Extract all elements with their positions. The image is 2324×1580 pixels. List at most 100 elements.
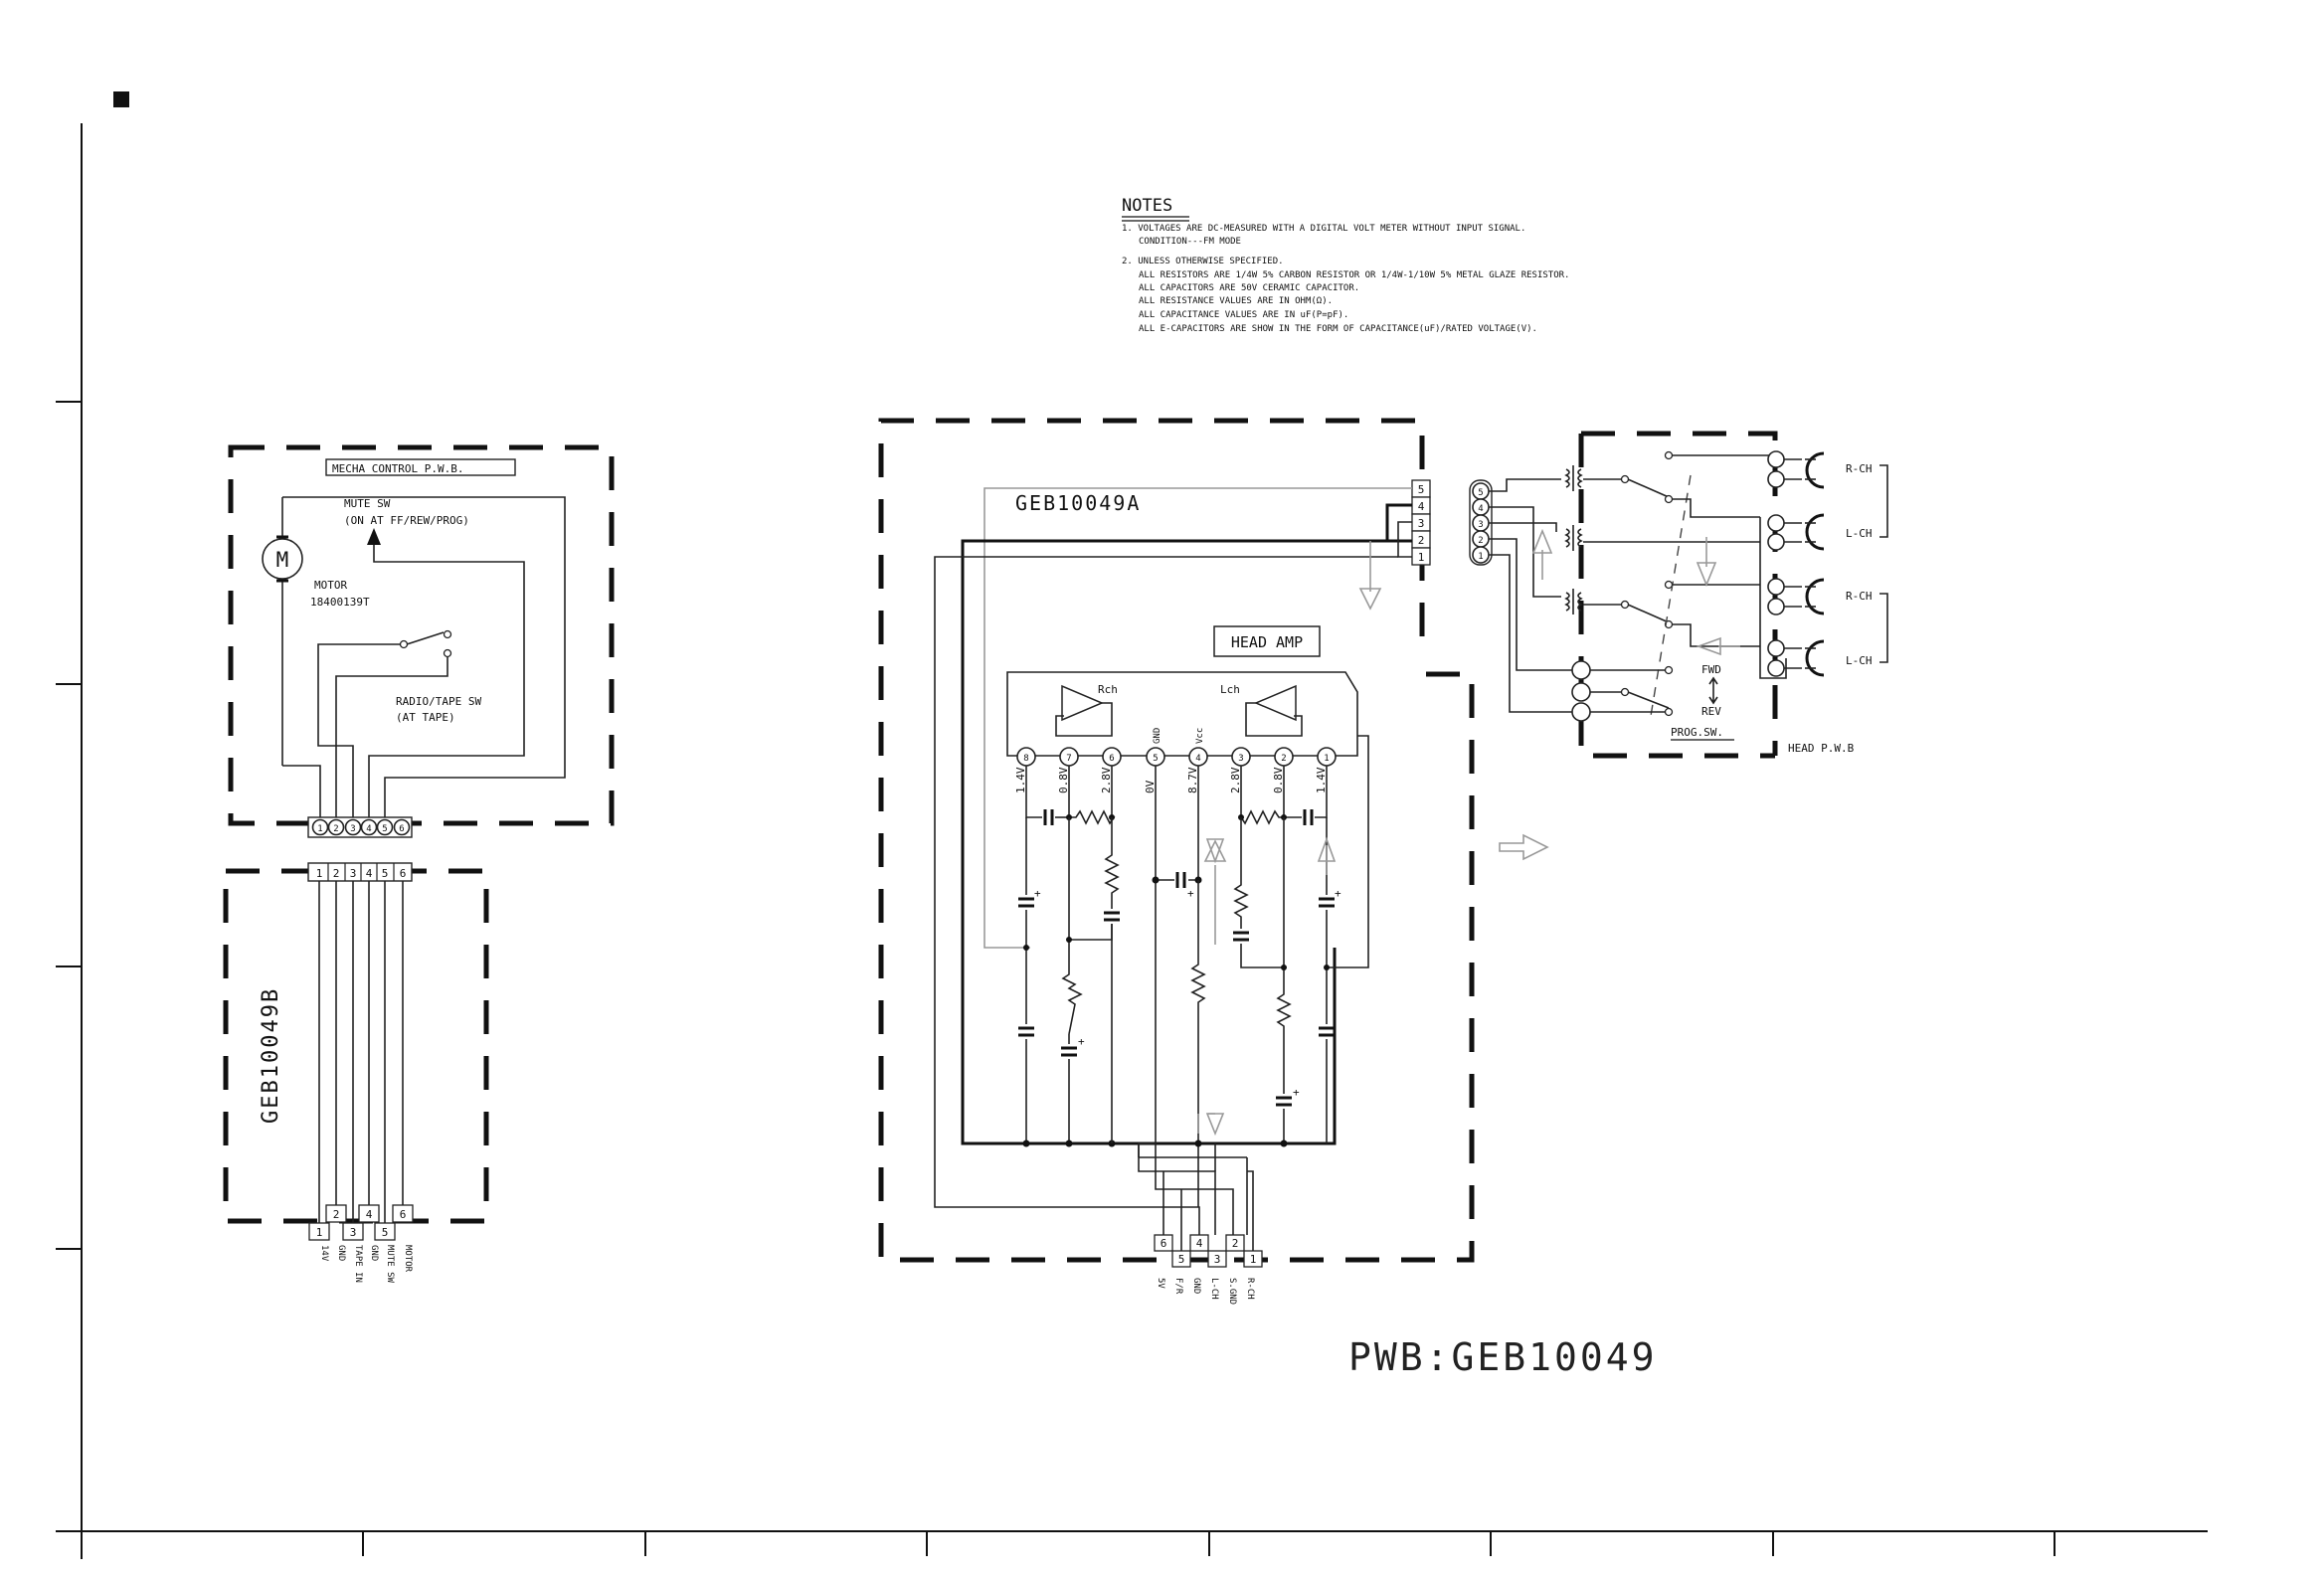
- voltage-pin-2: 0.8V: [1272, 767, 1285, 793]
- mecha-control-board: MECHA CONTROL P.W.B. MUTE SW (ON AT FF/R…: [228, 444, 615, 838]
- channel-label-4: L-CH: [1846, 654, 1873, 667]
- geb-b-top-pin-5: 5: [382, 867, 389, 880]
- geb10049b-board: GEB10049B 1 2 3 4 5 6 1 2: [223, 862, 489, 1284]
- mecha-pin-5: 5: [382, 824, 387, 834]
- head-amp-label: HEAD AMP: [1231, 633, 1303, 651]
- radio-tape-sw-condition: (AT TAPE): [396, 711, 455, 724]
- tape-head-symbols: [1805, 451, 1825, 677]
- note-line-2: CONDITION---FM MODE: [1139, 237, 1241, 247]
- pwb-label: PWB:GEB10049: [1348, 1335, 1658, 1379]
- note-line-6: ALL RESISTANCE VALUES ARE IN OHM(Ω).: [1139, 296, 1333, 306]
- geb-b-signal-motor: MOTOR: [403, 1245, 413, 1273]
- geb-b-top-pin-1: 1: [316, 867, 323, 880]
- mute-switch-arrow: [367, 528, 381, 545]
- svg-text:+: +: [1293, 1086, 1300, 1099]
- head-conn-pin-1: 1: [1478, 552, 1483, 562]
- geb-a-bottom-connector: 6 5 4 3 2 1 5V F/R GND L-CH S.GND R-CH: [1154, 1234, 1263, 1305]
- ic-pin-6: 6: [1109, 754, 1114, 764]
- ic-pin-1: 1: [1324, 754, 1329, 764]
- geb-b-signal-tape-in: TAPE IN: [353, 1245, 363, 1283]
- geb-a-label: GEB10049A: [1015, 491, 1141, 515]
- geb-b-bottom-pin-2: 2: [333, 1208, 340, 1221]
- geb-a-bottom-pin-2: 2: [1232, 1237, 1239, 1250]
- mecha-connector: 1 2 3 4 5 6: [307, 816, 413, 838]
- note-line-4: ALL RESISTORS ARE 1/4W 5% CARBON RESISTO…: [1139, 270, 1569, 280]
- head-terminals: [1767, 450, 1785, 677]
- rch-label: Rch: [1098, 683, 1118, 696]
- geb-a-conn-pin-2: 2: [1418, 534, 1425, 547]
- voltage-pin-6: 2.8V: [1100, 767, 1113, 793]
- geb-b-bottom-pin-4: 4: [366, 1208, 373, 1221]
- head-coils: [1564, 465, 1583, 614]
- geb-a-bottom-pin-1: 1: [1250, 1253, 1257, 1266]
- geb-a-bottom-pin-3: 3: [1214, 1253, 1221, 1266]
- rev-label: REV: [1701, 705, 1721, 718]
- head-conn-pin-4: 4: [1478, 504, 1483, 514]
- mecha-pin-2: 2: [333, 824, 338, 834]
- head-connector: 5 4 3 2 1: [1469, 479, 1493, 566]
- geb-a-bottom-pin-5: 5: [1178, 1253, 1185, 1266]
- ic-voltages: 1.4V 0.8V 2.8V 0V 8.7V 2.8V 0.8V 1.4V: [1014, 767, 1328, 793]
- notes-block: NOTES 1. VOLTAGES ARE DC-MEASURED WITH A…: [1122, 196, 1569, 334]
- motor-letter: M: [276, 548, 289, 572]
- note-line-8: ALL E-CAPACITORS ARE SHOW IN THE FORM OF…: [1139, 324, 1537, 334]
- sheet-frame: [56, 91, 2208, 1559]
- mute-sw-label: MUTE SW: [344, 497, 391, 510]
- svg-text:+: +: [1335, 887, 1341, 900]
- voltage-pin-3: 2.8V: [1229, 767, 1242, 793]
- geb-a-conn-pin-3: 3: [1418, 517, 1425, 530]
- geb-b-bottom-pin-5: 5: [382, 1226, 389, 1239]
- mecha-board-label: MECHA CONTROL P.W.B.: [332, 462, 463, 475]
- mecha-pin-3: 3: [350, 824, 355, 834]
- geb-b-label: GEB10049B: [259, 987, 283, 1124]
- note-line-1: 1. VOLTAGES ARE DC-MEASURED WITH A DIGIT…: [1122, 224, 1525, 234]
- geb-b-bottom-pin-1: 1: [316, 1226, 323, 1239]
- channel-label-3: R-CH: [1846, 590, 1873, 603]
- motor-label: MOTOR: [314, 579, 347, 592]
- geb-b-top-pin-4: 4: [366, 867, 373, 880]
- svg-text:+: +: [1187, 887, 1194, 900]
- motor-part-number: 18400139T: [310, 596, 370, 609]
- fwd-label: FWD: [1701, 663, 1721, 676]
- geb-a-conn-pin-4: 4: [1418, 500, 1425, 513]
- voltage-pin-5: 0V: [1144, 780, 1157, 793]
- signal-flow-arrow: [1499, 833, 1549, 861]
- geb-a-bottom-pin-6: 6: [1161, 1237, 1167, 1250]
- prog-sw-label: PROG.SW.: [1671, 726, 1723, 739]
- geb-a-signal-sgnd: S.GND: [1227, 1278, 1237, 1305]
- head-conn-pin-2: 2: [1478, 536, 1483, 546]
- geb-b-bottom-pin-6: 6: [400, 1208, 407, 1221]
- channel-label-1: R-CH: [1846, 462, 1873, 475]
- geb-b-top-pin-2: 2: [333, 867, 340, 880]
- channel-label-2: L-CH: [1846, 527, 1873, 540]
- head-conn-pin-5: 5: [1478, 488, 1483, 498]
- note-line-5: ALL CAPACITORS ARE 50V CERAMIC CAPACITOR…: [1139, 283, 1359, 293]
- radio-tape-sw-label: RADIO/TAPE SW: [396, 695, 481, 708]
- head-conn-pin-3: 3: [1478, 520, 1483, 530]
- ic-pin-7: 7: [1066, 754, 1071, 764]
- notes-title: NOTES: [1122, 196, 1172, 216]
- geb-a-signal-gnd: GND: [1191, 1278, 1201, 1294]
- geb-a-bottom-pin-4: 4: [1196, 1237, 1203, 1250]
- geb-b-signal-gnd-1: GND: [336, 1245, 346, 1261]
- geb-b-signal-gnd-2: GND: [369, 1245, 379, 1261]
- mecha-pin-4: 4: [366, 824, 371, 834]
- note-line-7: ALL CAPACITANCE VALUES ARE IN uF(P=pF).: [1139, 310, 1348, 320]
- geb-a-conn-pin-1: 1: [1418, 551, 1425, 564]
- head-board: HEAD P.W.B 5 4 3 2 1: [1469, 431, 1888, 759]
- voltage-pin-8: 1.4V: [1014, 767, 1027, 793]
- geb-a-connector: 5 4 3 2 1: [1411, 479, 1431, 566]
- mecha-pin-6: 6: [399, 824, 404, 834]
- voltage-pin-4: 8.7V: [1186, 767, 1199, 793]
- geb10049a-board: GEB10049A 5 4 3 2 1 HEAD AMP: [878, 418, 1475, 1305]
- svg-text:+: +: [1034, 887, 1041, 900]
- ic-pin-5: 5: [1153, 754, 1158, 764]
- lch-label: Lch: [1220, 683, 1240, 696]
- geb-b-top-pin-3: 3: [350, 867, 357, 880]
- mute-sw-condition: (ON AT FF/REW/PROG): [344, 514, 469, 527]
- voltage-pin-1: 1.4V: [1315, 767, 1328, 793]
- ic-pin-2: 2: [1281, 754, 1286, 764]
- ic-pin-name-vcc: Vcc: [1195, 728, 1205, 744]
- svg-text:+: +: [1078, 1035, 1085, 1048]
